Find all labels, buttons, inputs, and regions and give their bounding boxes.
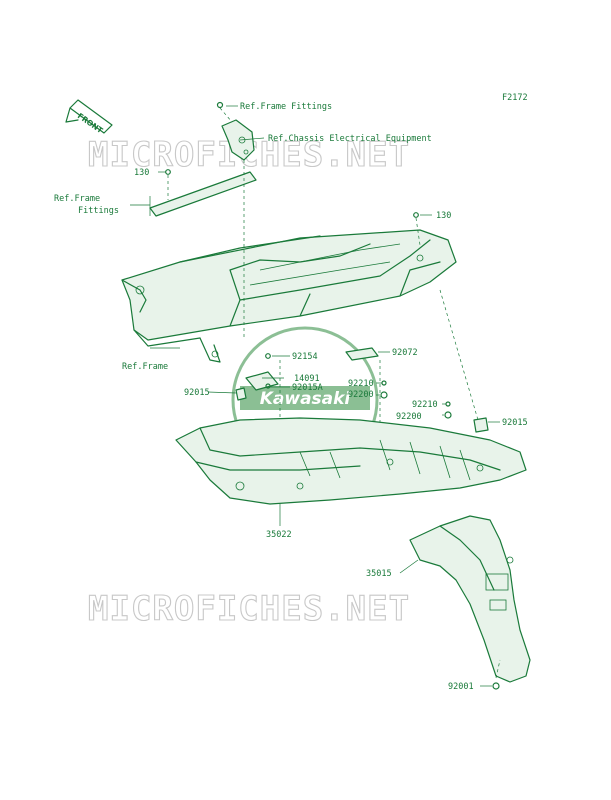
label-ref-frame-fittings-left-1: Ref.Frame — [54, 194, 100, 204]
label-130-left: 130 — [134, 168, 149, 178]
washer-icon — [444, 411, 452, 419]
label-92210-a: 92210 — [348, 379, 374, 389]
damper-92072 — [345, 347, 379, 361]
label-92200-b: 92200 — [396, 412, 422, 422]
front-label: FRONT — [76, 111, 105, 135]
label-92210-b: 92210 — [412, 400, 438, 410]
kawasaki-logo-text: Kawasaki — [260, 389, 352, 409]
label-92154: 92154 — [292, 352, 318, 362]
label-ref-frame-fittings-left-2: Fittings — [78, 206, 119, 216]
figure-code: F2172 — [502, 93, 528, 103]
damper-92015-right — [473, 417, 489, 433]
label-ref-frame: Ref.Frame — [122, 362, 168, 372]
sub-frame — [121, 229, 457, 363]
bolt-icon — [265, 353, 271, 359]
under-tray-35022 — [175, 417, 527, 505]
label-35022: 35022 — [266, 530, 292, 540]
rear-fender-35015 — [409, 515, 531, 683]
upper-bracket — [221, 119, 255, 161]
label-ref-chassis-electrical: Ref.Chassis Electrical Equipment — [268, 134, 432, 144]
flat-bar — [149, 171, 257, 217]
label-35015: 35015 — [366, 569, 392, 579]
watermark-bottom: MICROFICHES.NET — [88, 589, 410, 629]
label-92015a: 92015A — [292, 383, 323, 393]
label-92200-a: 92200 — [348, 390, 374, 400]
bolt-icon — [216, 101, 224, 109]
label-ref-frame-fittings-top: Ref.Frame Fittings — [240, 102, 332, 112]
label-92015-right: 92015 — [502, 418, 528, 428]
washer-icon — [380, 391, 388, 399]
nut-icon — [265, 383, 271, 389]
bolt-icon — [492, 682, 500, 690]
collar-icon — [445, 401, 451, 407]
collar-icon — [381, 380, 387, 386]
bolt-icon — [413, 212, 419, 218]
label-92072: 92072 — [392, 348, 418, 358]
label-14091: 14091 — [294, 374, 320, 384]
label-92001: 92001 — [448, 682, 474, 692]
front-arrow-icon: FRONT — [65, 99, 113, 136]
label-130-right: 130 — [436, 211, 451, 221]
label-92015-left: 92015 — [184, 388, 210, 398]
damper-92015 — [235, 387, 247, 401]
